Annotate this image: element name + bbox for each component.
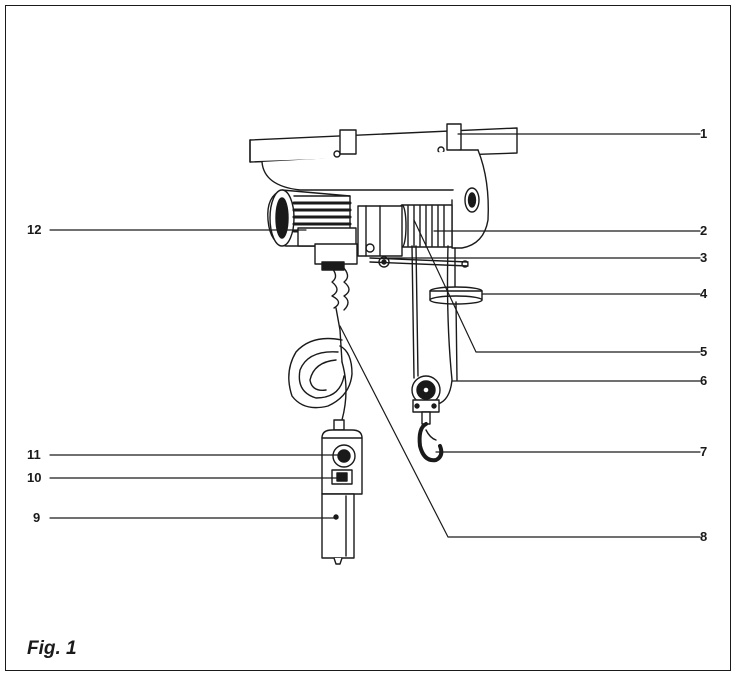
hoist-housing: [261, 149, 489, 249]
leader-line-5: [413, 219, 701, 353]
wire-rope: [411, 245, 458, 405]
callout-12: 12: [27, 222, 42, 237]
pulley-hook: [411, 375, 444, 463]
callout-8: 8: [700, 529, 708, 544]
callout-3: 3: [700, 250, 708, 265]
callout-5: 5: [700, 344, 708, 359]
motor: [267, 189, 358, 271]
limit-switch-lever: [369, 247, 469, 291]
callout-6: 6: [700, 373, 708, 388]
callout-11: 11: [27, 447, 41, 462]
leader-lines: [49, 133, 701, 538]
pendant-control: [321, 419, 363, 565]
callout-10: 10: [27, 470, 42, 485]
callout-9: 9: [33, 510, 41, 525]
control-cable: [288, 265, 353, 421]
figure-frame: [5, 5, 731, 671]
callout-1: 1: [700, 126, 708, 141]
callout-4: 4: [700, 286, 708, 301]
gear-frame: [357, 205, 403, 268]
callout-2: 2: [700, 223, 708, 238]
callout-7: 7: [700, 444, 708, 459]
leader-line-8: [339, 325, 701, 538]
figure-caption: Fig. 1: [27, 638, 77, 659]
rope-drum: [397, 204, 453, 248]
